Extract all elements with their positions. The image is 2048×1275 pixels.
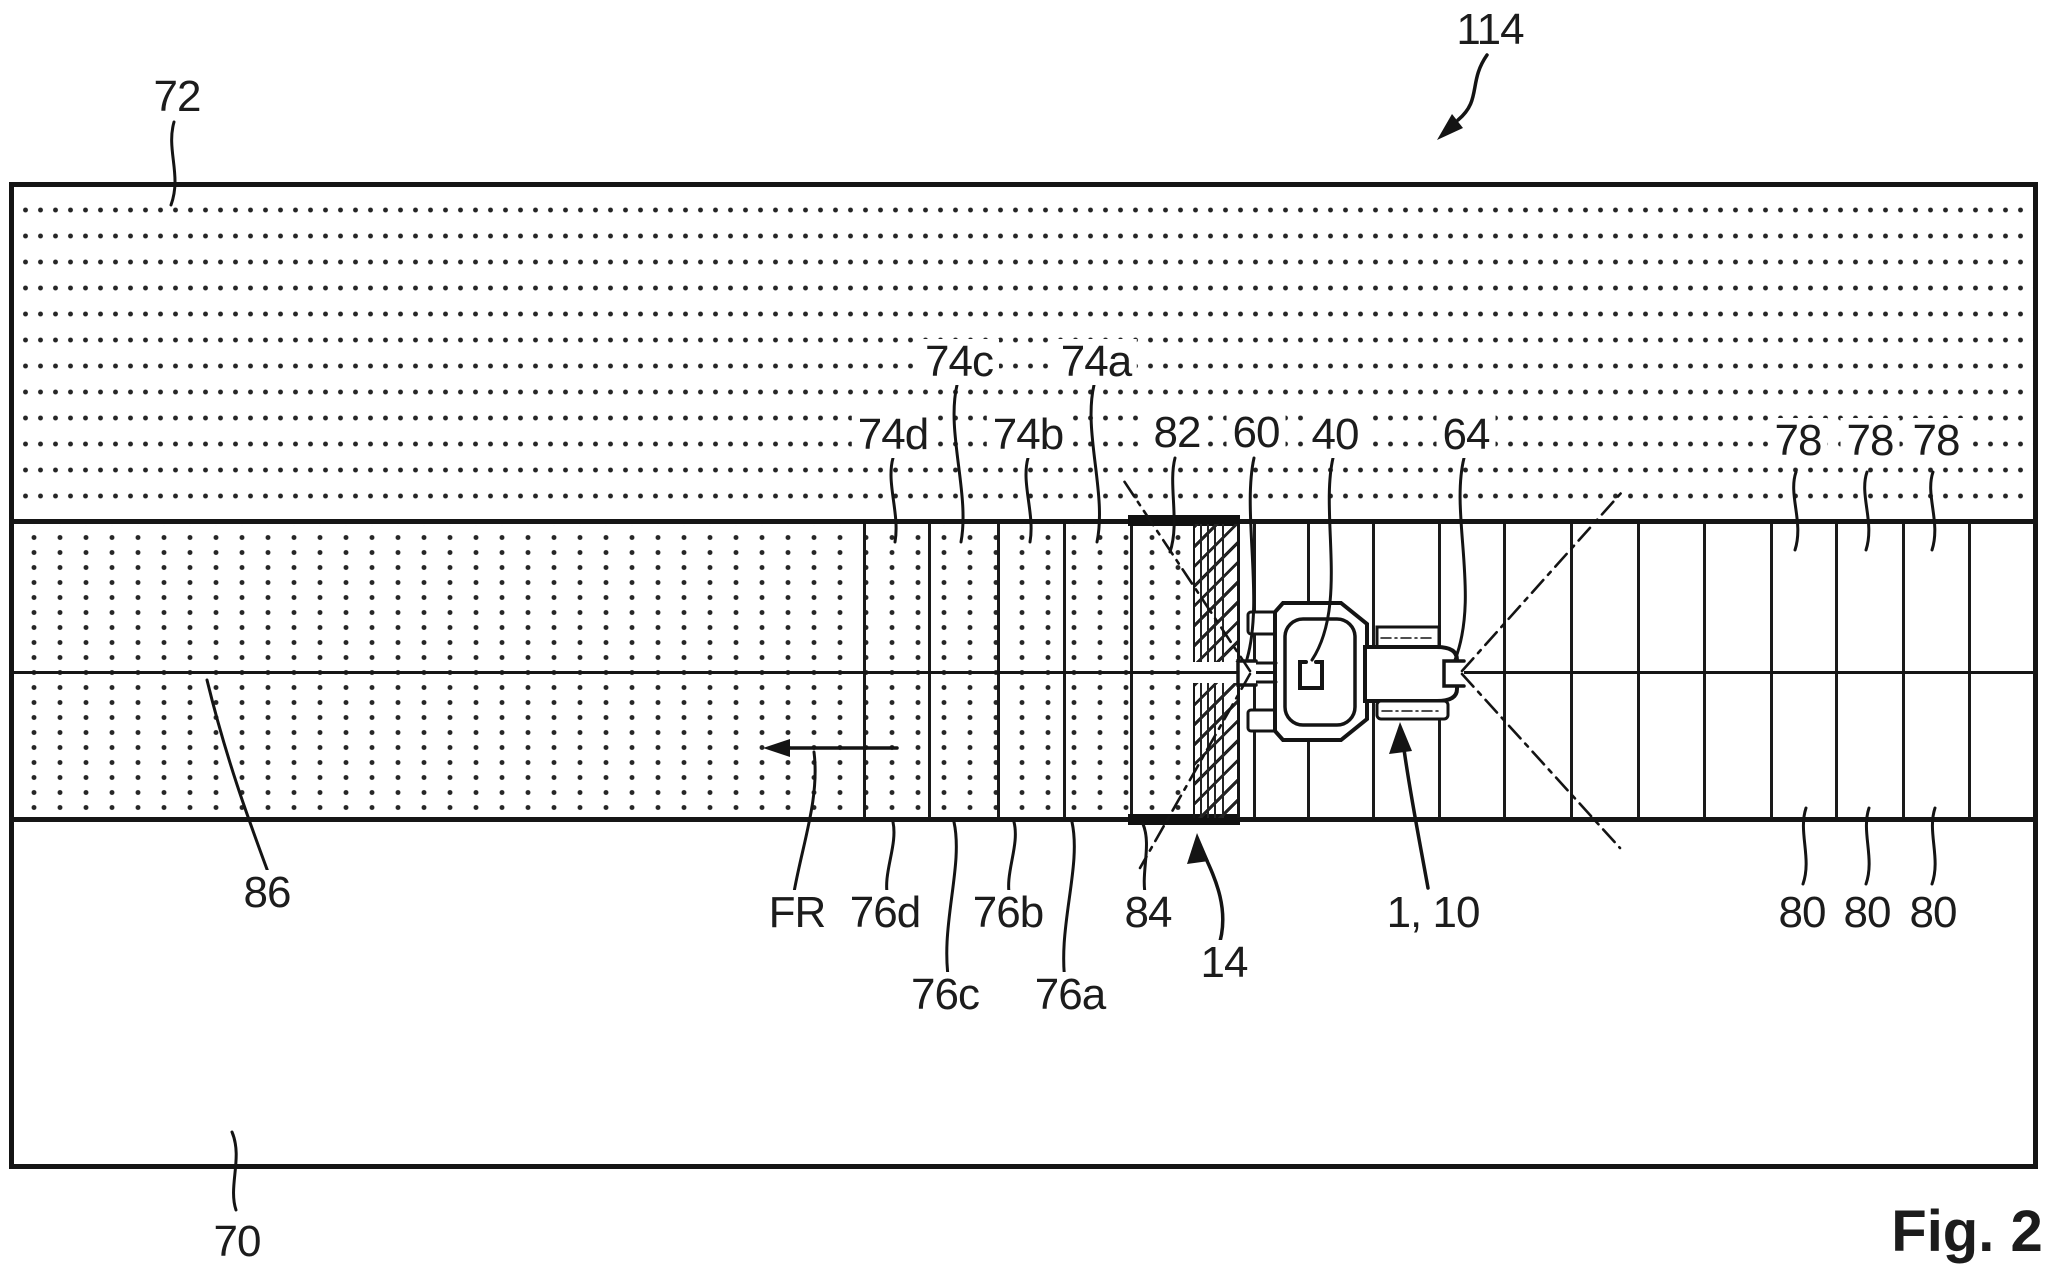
leader-60 <box>1245 456 1256 661</box>
leader-74d <box>889 456 898 544</box>
ref-label-76a: 76a <box>1028 972 1112 1018</box>
header-top-cap <box>1128 515 1240 526</box>
ref-label-74b: 74b <box>986 412 1070 458</box>
crop-band-72-dots <box>14 188 2033 519</box>
ref-label-64: 64 <box>1436 412 1496 458</box>
band-bottom-line <box>9 817 2038 822</box>
leader-80-3 <box>1930 806 1937 886</box>
ref-label-1-10: 1, 10 <box>1380 890 1486 936</box>
arrow-1-10-shaft <box>1401 740 1430 890</box>
fov-rear-upper-line <box>1460 490 1624 673</box>
ref-label-FR: FR <box>762 890 832 936</box>
arrow-1-10-head <box>1389 722 1412 754</box>
leader-76a <box>1062 820 1076 990</box>
ref-label-14: 14 <box>1194 940 1254 986</box>
vehicle-1-10 <box>1236 601 1466 742</box>
leader-lines <box>169 120 1937 1212</box>
leader-80-2 <box>1864 806 1871 886</box>
fov-lines <box>1120 476 1624 870</box>
ref-label-78-3: 78 <box>1906 418 1966 464</box>
arrow-114-head <box>1437 114 1463 140</box>
leader-72 <box>169 120 177 207</box>
leader-74a <box>1089 383 1101 544</box>
leader-74b <box>1024 456 1033 544</box>
fr-arrow-head <box>763 739 790 757</box>
header-bottom-cap <box>1128 814 1240 825</box>
guidance-line-through-header <box>1193 671 1240 674</box>
header-centerline-gap <box>1193 662 1240 683</box>
ref-label-84: 84 <box>1118 890 1178 936</box>
ref-label-86: 86 <box>237 870 297 916</box>
leader-86 <box>205 678 270 874</box>
ref-label-82: 82 <box>1147 410 1207 456</box>
leader-FR <box>791 750 817 900</box>
ref-label-40: 40 <box>1305 412 1365 458</box>
ref-label-74c: 74c <box>919 339 999 385</box>
ref-label-76b: 76b <box>966 890 1050 936</box>
travel-direction-arrow <box>763 739 899 757</box>
header-strip-84 <box>1193 524 1240 818</box>
band-top-line <box>9 519 2038 524</box>
ref-label-80-1: 80 <box>1772 890 1832 936</box>
leader-80-1 <box>1801 806 1808 886</box>
leader-78-3 <box>1929 470 1937 552</box>
ref-label-76d: 76d <box>843 890 927 936</box>
figure-caption: Fig. 2 <box>1885 1202 2048 1262</box>
ref-label-78-1: 78 <box>1768 418 1828 464</box>
ref-label-74a: 74a <box>1054 339 1138 385</box>
header-coupling-lines <box>1252 661 1278 684</box>
leader-78-1 <box>1792 470 1800 552</box>
leader-82 <box>1168 456 1177 554</box>
field-boundary-70 <box>9 182 2038 1169</box>
leader-40 <box>1310 456 1335 662</box>
front-sensor-60-bracket <box>1236 659 1258 687</box>
ref-label-72: 72 <box>147 74 207 120</box>
rear-body-bottom <box>1375 699 1450 721</box>
ref-label-80-3: 80 <box>1903 890 1963 936</box>
fov-front-lower-line <box>1138 672 1252 870</box>
arrow-leaders <box>1187 53 1489 950</box>
ref-label-80-2: 80 <box>1837 890 1897 936</box>
leader-74c <box>952 383 965 544</box>
fov-rear-lower-line <box>1460 672 1622 850</box>
ref-label-76c: 76c <box>905 972 985 1018</box>
ref-label-60: 60 <box>1226 410 1286 456</box>
leader-70 <box>230 1130 238 1212</box>
ref-label-114: 114 <box>1450 7 1530 53</box>
ref-label-74d: 74d <box>851 412 935 458</box>
arrow-14-head <box>1187 833 1209 864</box>
fov-front-upper-line <box>1120 476 1252 673</box>
ref-label-70: 70 <box>207 1219 267 1265</box>
guidance-line-86 <box>9 671 2038 674</box>
leader-76c <box>945 820 958 990</box>
sensor-40-housing <box>1298 660 1324 690</box>
leader-78-2 <box>1863 470 1871 552</box>
ref-label-78-2: 78 <box>1840 418 1900 464</box>
leader-64 <box>1453 456 1467 662</box>
arrow-114-shaft <box>1456 53 1489 122</box>
